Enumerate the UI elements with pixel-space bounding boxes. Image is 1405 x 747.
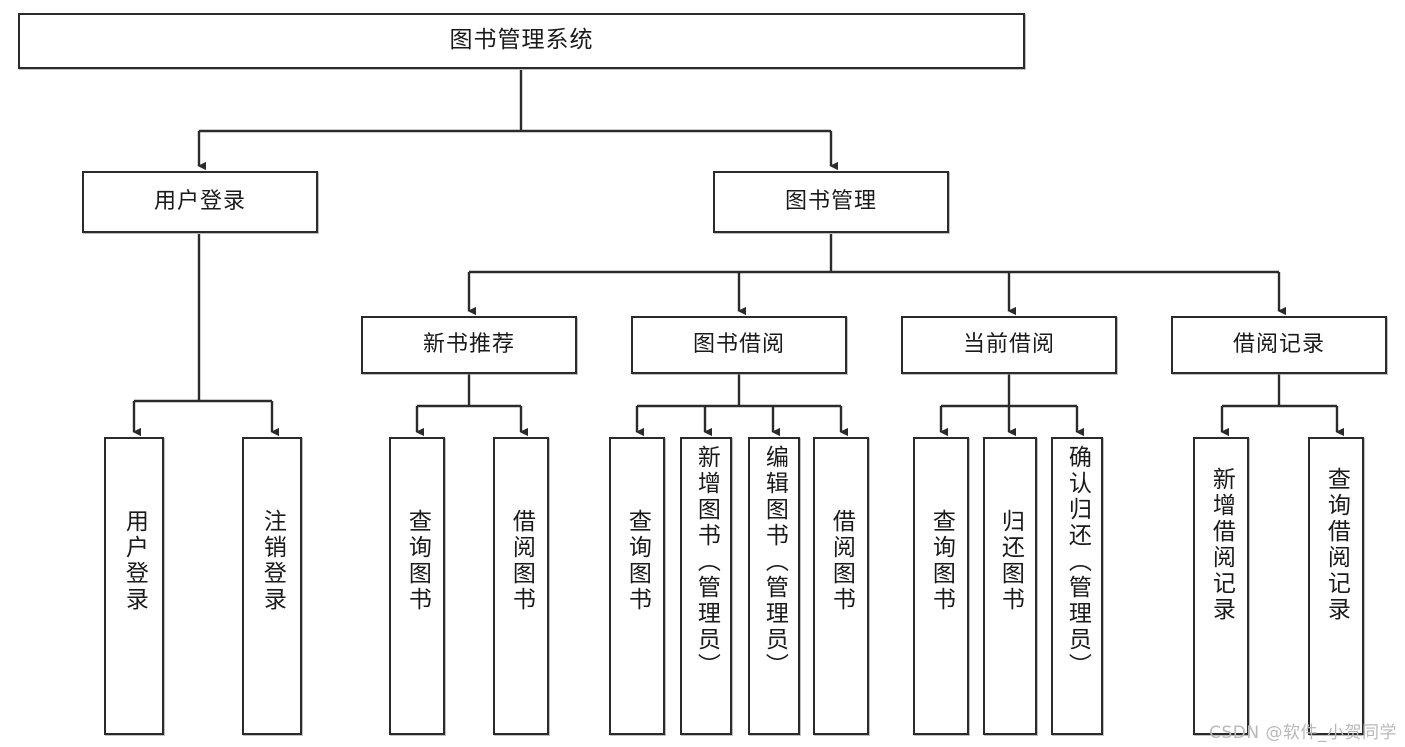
- node-leaf-borrow-book-1[interactable]: 借阅图书: [493, 437, 549, 735]
- node-root-label: 图书管理系统: [449, 27, 594, 54]
- node-leaf-query-book-3-label: 查询图书: [928, 509, 955, 613]
- node-new-book-rec-label: 新书推荐: [422, 331, 515, 357]
- node-leaf-user-login[interactable]: 用户登录: [104, 437, 164, 735]
- node-leaf-add-book[interactable]: 新增图书（管理员）: [680, 437, 732, 735]
- node-leaf-query-book-3[interactable]: 查询图书: [913, 437, 969, 735]
- node-current-borrow-label: 当前借阅: [962, 331, 1055, 357]
- node-leaf-query-book-1[interactable]: 查询图书: [389, 437, 445, 735]
- node-leaf-return-book[interactable]: 归还图书: [983, 437, 1037, 735]
- node-book-borrow[interactable]: 图书借阅: [631, 316, 847, 374]
- node-user-login[interactable]: 用户登录: [82, 171, 318, 233]
- node-leaf-user-login-label: 用户登录: [121, 509, 148, 613]
- node-leaf-confirm-return[interactable]: 确认归还（管理员）: [1051, 437, 1103, 735]
- node-book-borrow-label: 图书借阅: [692, 331, 785, 357]
- node-leaf-borrow-book-2[interactable]: 借阅图书: [813, 437, 869, 735]
- node-leaf-query-record-label: 查询借阅记录: [1323, 467, 1350, 623]
- node-leaf-logout[interactable]: 注销登录: [242, 437, 302, 735]
- node-root[interactable]: 图书管理系统: [18, 13, 1025, 69]
- node-book-manage-label: 图书管理: [784, 188, 877, 214]
- node-leaf-query-book-1-label: 查询图书: [404, 509, 431, 613]
- node-leaf-add-record-label: 新增借阅记录: [1208, 467, 1235, 623]
- node-leaf-query-record[interactable]: 查询借阅记录: [1308, 437, 1364, 735]
- node-user-login-label: 用户登录: [153, 188, 246, 214]
- node-current-borrow[interactable]: 当前借阅: [901, 316, 1117, 374]
- node-leaf-borrow-book-1-label: 借阅图书: [508, 509, 535, 613]
- node-book-manage[interactable]: 图书管理: [713, 171, 949, 233]
- node-leaf-confirm-return-label: 确认归还（管理员）: [1064, 445, 1091, 679]
- node-leaf-logout-label: 注销登录: [259, 509, 286, 613]
- node-leaf-edit-book-label: 编辑图书（管理员）: [761, 445, 788, 679]
- node-borrow-record[interactable]: 借阅记录: [1171, 316, 1387, 374]
- node-leaf-query-book-2-label: 查询图书: [624, 509, 651, 613]
- node-new-book-rec[interactable]: 新书推荐: [361, 316, 577, 374]
- node-leaf-add-book-label: 新增图书（管理员）: [693, 445, 720, 679]
- node-borrow-record-label: 借阅记录: [1232, 331, 1325, 357]
- node-leaf-query-book-2[interactable]: 查询图书: [609, 437, 665, 735]
- watermark-text: CSDN @软件_小贺同学: [1209, 723, 1397, 743]
- node-leaf-return-book-label: 归还图书: [997, 509, 1024, 613]
- node-leaf-edit-book[interactable]: 编辑图书（管理员）: [748, 437, 800, 735]
- node-leaf-borrow-book-2-label: 借阅图书: [828, 509, 855, 613]
- node-leaf-add-record[interactable]: 新增借阅记录: [1193, 437, 1249, 735]
